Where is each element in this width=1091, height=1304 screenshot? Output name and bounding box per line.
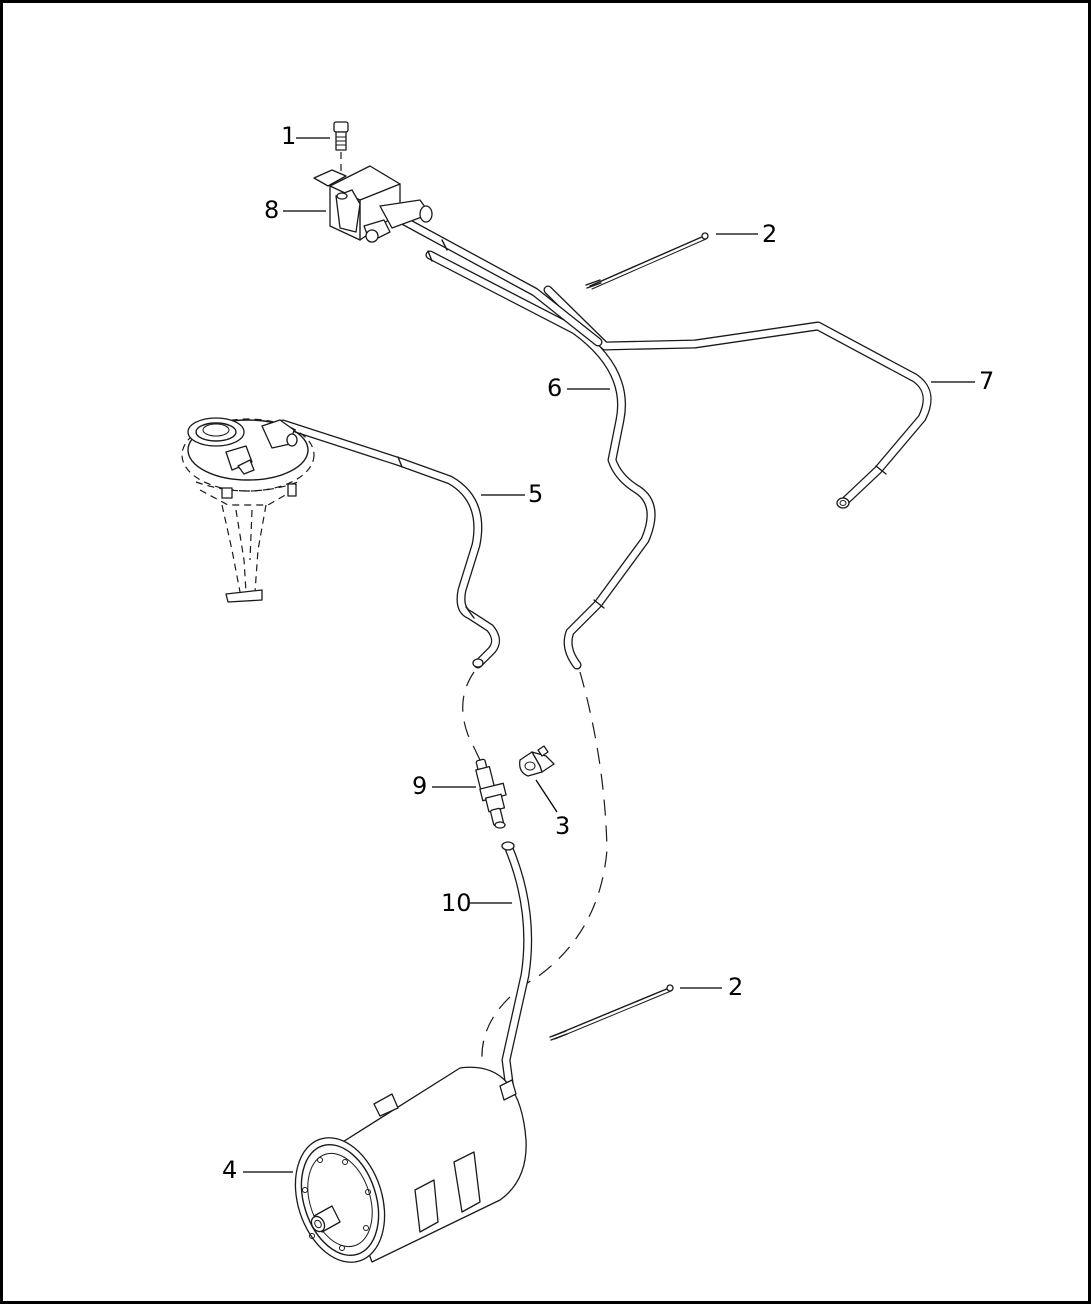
evap-canister <box>294 1066 527 1263</box>
callout-label: 4 <box>222 1156 237 1184</box>
vapor-hose-5 <box>278 419 500 669</box>
callout-label: 2 <box>762 220 777 248</box>
hose-5-routing-line <box>462 671 481 761</box>
callout-label: 10 <box>441 889 472 917</box>
callout-label: 1 <box>281 122 296 150</box>
fuel-pump-assembly <box>181 417 315 603</box>
callout-10: 10 <box>441 889 512 917</box>
hose-6-routing-line <box>481 671 608 1061</box>
valve-tube <box>390 211 603 347</box>
hose-clip <box>519 745 555 777</box>
callout-6: 6 <box>547 374 610 402</box>
callout-label: 5 <box>528 480 543 508</box>
callout-label: 9 <box>412 772 427 800</box>
callout-8: 8 <box>264 196 326 224</box>
hose-10 <box>501 841 533 1095</box>
callout-label: 3 <box>555 812 570 840</box>
screw <box>333 121 349 178</box>
callout-9: 9 <box>412 772 476 800</box>
callout-label: 2 <box>728 973 743 1001</box>
callout-label: 7 <box>979 367 994 395</box>
callout-4: 4 <box>222 1156 293 1184</box>
vapor-hose-6 <box>425 250 656 670</box>
callout-2-lower: 2 <box>680 973 743 1001</box>
callout-1: 1 <box>281 122 330 150</box>
callout-3: 3 <box>535 779 570 840</box>
vent-hose-7 <box>543 285 932 509</box>
purge-valve <box>313 165 433 243</box>
callout-7: 7 <box>931 367 994 395</box>
cable-strap-lower <box>549 984 674 1041</box>
callout-label: 8 <box>264 196 279 224</box>
callout-label: 6 <box>547 374 562 402</box>
check-valve <box>475 758 507 829</box>
callout-2-upper: 2 <box>716 220 777 248</box>
cable-strap-upper <box>585 232 709 290</box>
callout-5: 5 <box>481 480 543 508</box>
